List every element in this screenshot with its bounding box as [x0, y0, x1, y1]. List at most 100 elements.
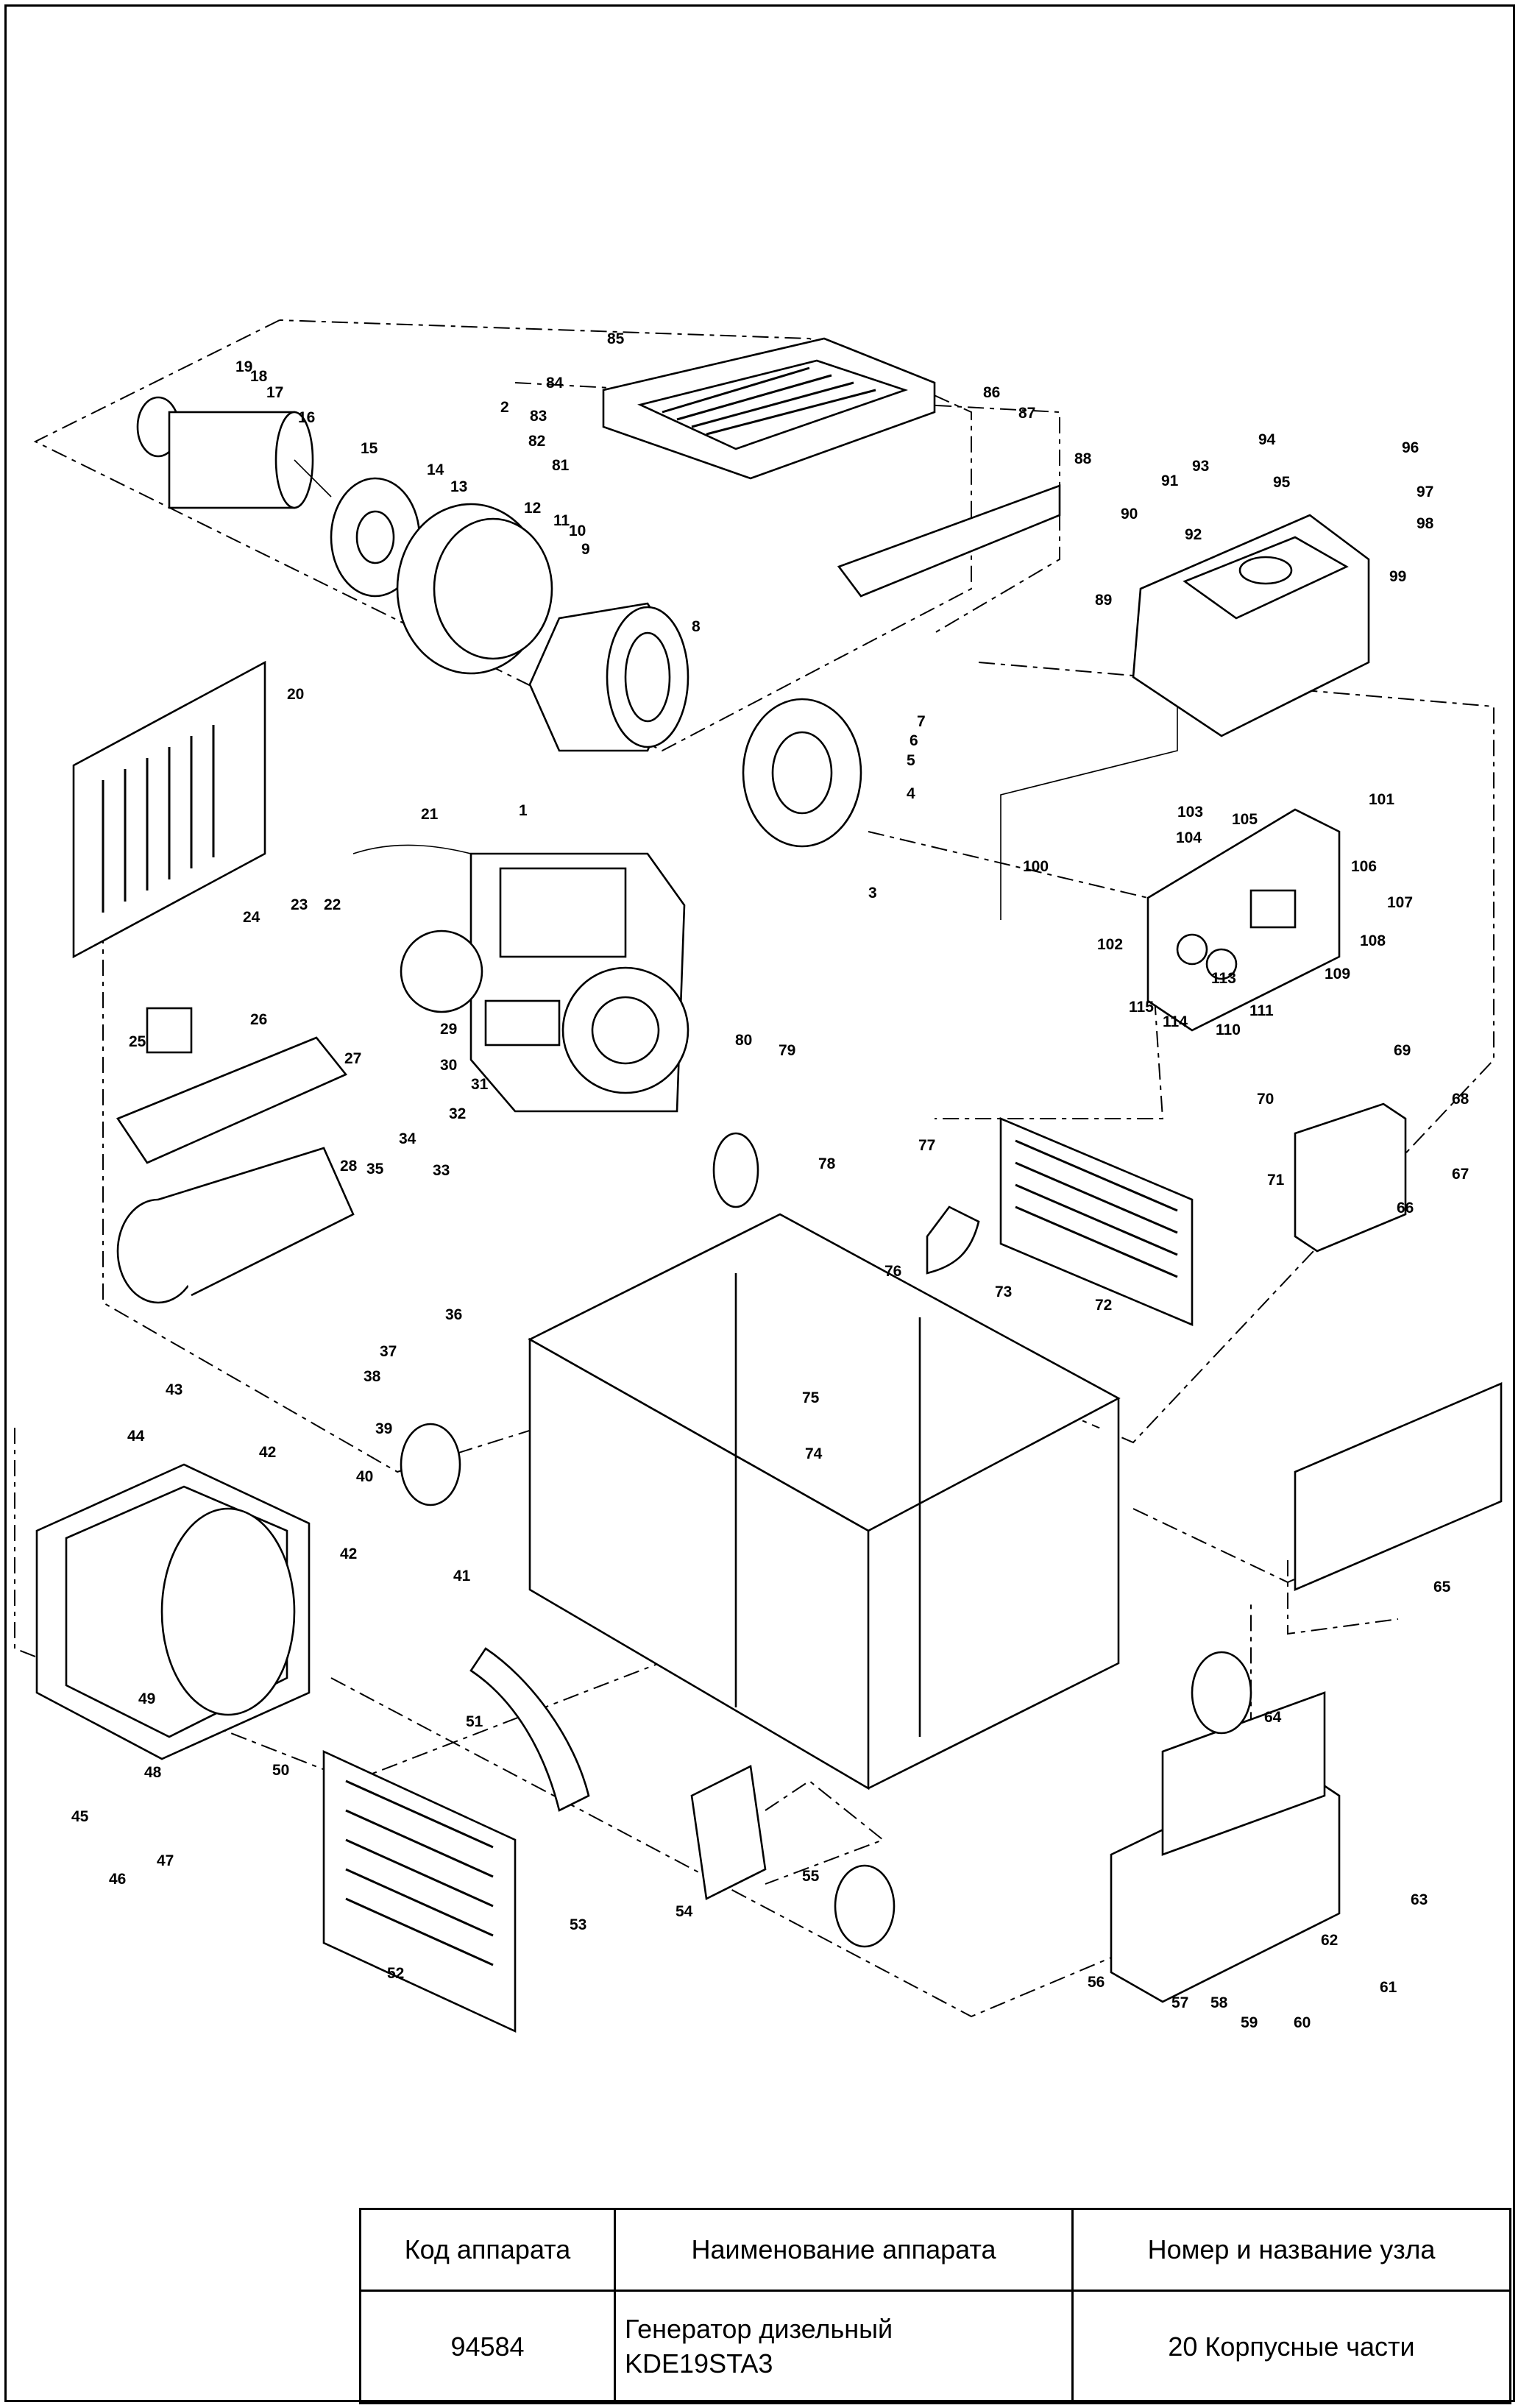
part-label: 34: [399, 1130, 416, 1147]
part-label: 43: [166, 1381, 182, 1398]
part-label: 2: [500, 399, 509, 416]
part-label: 39: [375, 1420, 392, 1437]
header-assembly: Номер и название узла: [1071, 2208, 1511, 2292]
part-label: 76: [884, 1263, 901, 1280]
part-label: 90: [1121, 506, 1138, 523]
part-label: 16: [298, 409, 315, 426]
part-label: 25: [129, 1033, 146, 1050]
part-label: 35: [366, 1161, 384, 1178]
main-frame: [528, 1213, 1121, 1791]
stator: [528, 602, 689, 752]
muffler-assembly: [116, 1007, 355, 1304]
part-label: 49: [138, 1690, 155, 1707]
part-label: 38: [364, 1368, 381, 1385]
value-device-code: 94584: [359, 2290, 616, 2404]
part-label: 102: [1097, 936, 1123, 953]
part-label: 19: [235, 358, 252, 375]
part-label: 79: [779, 1042, 795, 1059]
part-label: 6: [910, 732, 918, 749]
part-label: 101: [1369, 791, 1394, 808]
part-label: 107: [1387, 894, 1413, 911]
part-label: 50: [272, 1762, 289, 1779]
part-label: 77: [918, 1137, 935, 1154]
cooling-fan: [330, 477, 421, 598]
value-assembly: 20 Корпусные части: [1071, 2290, 1511, 2404]
part-label: 18: [250, 368, 268, 385]
part-label: 58: [1210, 1994, 1228, 2011]
rotor-assembly: [136, 396, 332, 509]
part-label: 91: [1161, 472, 1179, 489]
part-label: 37: [380, 1343, 397, 1360]
part-label: 47: [157, 1852, 174, 1869]
part-labels: 1 2 3 4 5 6 7 8 9 10 11 12 13 14 15 16 1…: [71, 330, 1469, 2031]
part-label: 44: [127, 1428, 145, 1445]
part-label: 106: [1351, 858, 1377, 875]
part-label: 7: [917, 713, 926, 730]
part-label: 61: [1380, 1979, 1397, 1996]
part-label: 42: [259, 1444, 276, 1461]
part-label: 55: [802, 1868, 820, 1885]
part-label: 33: [433, 1162, 450, 1179]
part-label: 11: [553, 512, 570, 529]
part-label: 68: [1452, 1091, 1469, 1108]
part-label: 27: [344, 1050, 361, 1067]
part-label: 89: [1095, 592, 1112, 609]
part-label: 70: [1257, 1091, 1274, 1108]
part-label: 4: [907, 785, 915, 802]
part-label: 46: [109, 1871, 126, 1888]
part-label: 40: [356, 1468, 373, 1485]
part-label: 1: [519, 802, 528, 819]
hoses: [352, 707, 1178, 1900]
part-label: 20: [287, 686, 304, 703]
part-label: 15: [361, 440, 378, 457]
part-label: 21: [421, 806, 439, 823]
part-label: 51: [466, 1713, 483, 1730]
part-label: 115: [1129, 999, 1154, 1016]
part-label: 110: [1216, 1021, 1241, 1038]
part-label: 32: [449, 1105, 466, 1122]
part-label: 98: [1417, 515, 1434, 532]
part-label: 41: [453, 1568, 471, 1584]
part-label: 80: [735, 1032, 752, 1049]
part-label: 93: [1192, 458, 1209, 475]
part-label: 5: [907, 752, 915, 769]
part-label: 10: [569, 523, 586, 539]
part-label: 103: [1177, 804, 1203, 821]
side-grille-20: [72, 660, 266, 959]
part-label: 29: [440, 1021, 457, 1038]
part-label: 56: [1088, 1974, 1105, 1991]
part-label: 84: [546, 375, 564, 392]
part-label: 97: [1417, 484, 1433, 500]
part-label: 74: [805, 1445, 823, 1462]
header-device-code: Код аппарата: [359, 2208, 616, 2292]
part-label: 42: [340, 1545, 357, 1562]
part-label: 81: [552, 457, 570, 474]
battery: [1294, 1102, 1407, 1253]
alternator-housing: [396, 503, 553, 675]
top-cover: [602, 337, 936, 480]
part-label: 104: [1176, 829, 1202, 846]
part-label: 94: [1258, 431, 1276, 448]
part-label: 100: [1023, 858, 1049, 875]
part-label: 99: [1389, 568, 1406, 585]
control-panel: [1146, 808, 1341, 1032]
part-label: 31: [471, 1076, 489, 1093]
part-label: 88: [1074, 450, 1092, 467]
info-table: Код аппарата Наименование аппарата Номер…: [359, 2208, 1511, 2404]
part-label: 63: [1411, 1891, 1428, 1908]
part-label: 45: [71, 1808, 89, 1825]
part-label: 64: [1264, 1709, 1282, 1726]
part-label: 109: [1325, 966, 1350, 982]
exploded-parts-diagram: 1 2 3 4 5 6 7 8 9 10 11 12 13 14 15 16 1…: [14, 319, 1503, 2033]
part-label: 87: [1018, 405, 1035, 422]
radiator: [35, 1463, 311, 1760]
part-label: 73: [995, 1283, 1012, 1300]
part-label: 17: [266, 384, 283, 401]
part-label: 12: [524, 500, 541, 517]
info-table-header-row: Код аппарата Наименование аппарата Номер…: [359, 2208, 1511, 2292]
part-label: 9: [581, 541, 590, 558]
part-label: 72: [1095, 1297, 1112, 1314]
part-label: 111: [1249, 1002, 1274, 1019]
part-label: 82: [528, 433, 545, 450]
part-label: 3: [868, 885, 877, 902]
